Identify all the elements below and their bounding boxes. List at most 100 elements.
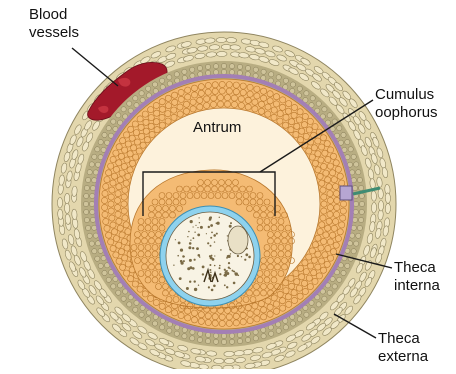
theca-interna-cell [111,119,116,124]
theca-interna-cell [327,290,332,295]
label-theca-externa-line1: Theca [378,330,428,348]
granule [229,268,230,269]
theca-interna-cell [84,193,89,198]
granule [198,285,199,286]
granule [228,255,231,258]
theca-interna-cell [337,126,342,131]
theca-interna-cell [276,328,281,333]
theca-interna-cell [87,170,92,175]
granule [219,217,220,218]
granule [224,284,226,286]
theca-interna-cell [182,69,187,74]
theca-interna-cell [146,86,151,91]
stroma-cell [57,197,62,207]
theca-interna-cell [121,107,126,112]
stroma-cell [371,202,376,213]
granule [183,260,185,262]
granule [235,272,238,275]
theca-interna-cell [102,270,107,275]
granule [229,225,232,228]
theca-interna-cell [310,307,315,312]
theca-interna-cell [245,66,250,71]
granule [177,255,179,257]
theca-interna-cell [95,256,100,261]
stroma-cell [224,351,235,357]
granule [200,226,203,229]
theca-interna-cell [359,193,364,198]
granule [217,222,220,225]
label-theca-externa: Theca externa [378,330,428,366]
label-antrum: Antrum [193,119,241,137]
theca-interna-cell [310,96,315,101]
granule [207,242,209,244]
theca-interna-cell [152,321,157,326]
theca-interna-cell [253,67,258,72]
theca-interna-cell [221,339,226,344]
theca-interna-cell [152,82,157,87]
label-theca-interna-line2: interna [394,277,440,295]
label-theca-interna: Theca interna [394,259,440,295]
theca-interna-cell [359,201,364,206]
theca-interna-cell [297,86,302,91]
theca-interna-cell [86,177,91,182]
theca-interna-cell [322,107,327,112]
theca-interna-cell [353,201,358,206]
theca-interna-cell [160,325,165,330]
stroma-cell [71,209,77,220]
granule [192,267,195,270]
granule [197,234,200,237]
theca-interna-cell [182,334,187,339]
granule [175,239,176,240]
theca-interna-cell [337,277,342,282]
theca-interna-cell [269,331,274,336]
theca-interna-cell [92,154,97,159]
theca-interna-cell [106,126,111,131]
theca-interna-cell [290,321,295,326]
theca-interna-cell [237,64,242,69]
granule [192,247,194,249]
granule [228,262,230,264]
granule [238,275,240,277]
theca-interna-cell [213,339,218,344]
granule [245,253,248,256]
theca-interna-cell [167,328,172,333]
granule [220,249,222,251]
granule [206,233,207,234]
granule [194,232,195,233]
granule [209,269,211,271]
granule [193,237,195,239]
theca-interna-cell [353,209,358,214]
theca-interna-cell [90,193,95,198]
granule [195,225,196,226]
granule [178,242,181,245]
theca-interna-cell [327,113,332,118]
granule [225,270,227,272]
theca-interna-cell [167,75,172,80]
theca-interna-cell [356,170,361,175]
theca-interna-cell [127,302,132,307]
theca-interna-cell [133,307,138,312]
granule [210,245,212,247]
theca-interna-cell [146,317,151,322]
granule [189,242,192,245]
oocyte-nucleus [228,226,248,254]
label-theca-externa-line2: externa [378,348,428,366]
theca-interna-cell [221,333,226,338]
label-cumulus-line2: oophorus [375,104,438,122]
granule [199,217,200,218]
theca-interna-cell [174,72,179,77]
granule [227,235,228,236]
theca-interna-cell [92,249,97,254]
theca-interna-cell [84,209,89,214]
theca-interna-cell [190,67,195,72]
granule [210,224,213,227]
granule [193,226,194,227]
theca-interna-cell [356,233,361,238]
theca-interna-cell [357,177,362,182]
theca-interna-cell [89,162,94,167]
theca-interna-cell [84,185,89,190]
granule [202,266,205,269]
label-blood-vessels-line2: vessels [29,24,79,42]
theca-interna-cell [190,336,195,341]
